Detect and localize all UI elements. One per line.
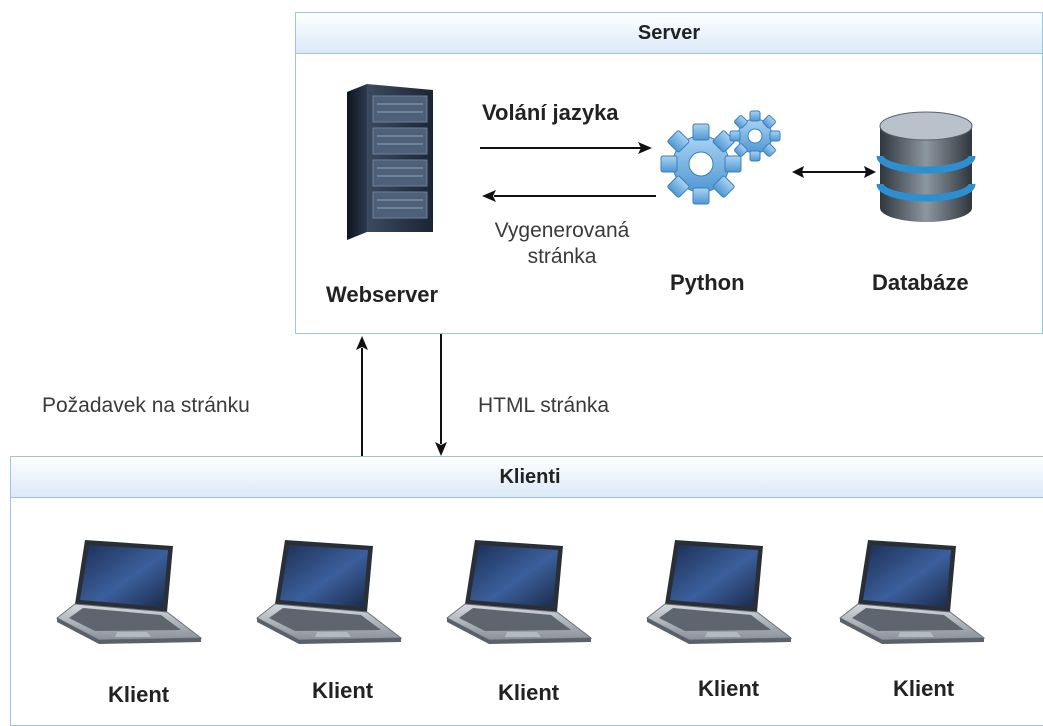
generated-label: Vygenerovaná stránka [462, 218, 662, 270]
server-title: Server [637, 21, 701, 44]
generated-label-line1: Vygenerovaná [494, 219, 630, 242]
client-label: Klient [498, 680, 560, 705]
response-arrow [435, 334, 447, 456]
database-label: Databáze [872, 270, 969, 295]
database-icon [876, 111, 976, 222]
laptop-icon [445, 538, 595, 648]
python-database-arrow [792, 166, 876, 178]
clients-header: Klienti [11, 457, 1043, 498]
server-header: Server [296, 13, 1042, 54]
laptop-icon [645, 538, 795, 648]
generated-arrow [482, 190, 656, 202]
server-rack-icon [347, 84, 433, 240]
response-label: HTML stránka [478, 394, 610, 417]
client-label: Klient [108, 682, 170, 707]
call-label: Volání jazyka [482, 100, 619, 125]
python-label: Python [670, 270, 745, 295]
laptop-icon [55, 538, 205, 648]
client-label: Klient [312, 678, 374, 703]
client-label: Klient [698, 676, 760, 701]
clients-title: Klienti [499, 465, 561, 488]
call-arrow [480, 142, 652, 154]
request-label: Požadavek na stránku [42, 394, 250, 417]
client-label: Klient [893, 676, 955, 701]
laptop-icon [838, 538, 988, 648]
gears-icon [660, 110, 781, 205]
laptop-icon [255, 538, 405, 648]
generated-label-line2: stránka [527, 245, 597, 268]
webserver-label: Webserver [326, 282, 439, 307]
request-arrow [356, 336, 368, 458]
